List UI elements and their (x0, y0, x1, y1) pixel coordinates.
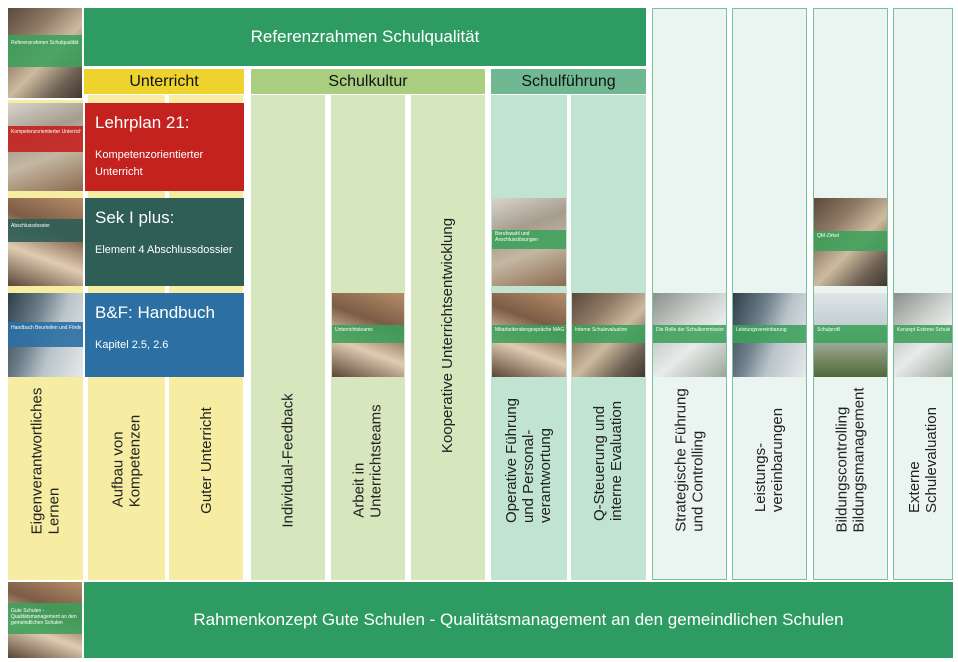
group-header-unterricht: Unterricht (84, 69, 244, 94)
thumbnail-text: Referenzrahmen Schulqualität (11, 40, 79, 47)
document-title: Lehrplan 21: (95, 113, 190, 132)
document-title: B&F: Handbuch (95, 303, 216, 322)
thumbnail-text: QM-Zirkel (817, 233, 839, 240)
column-label: Q-Steuerung und interne Evaluation (591, 400, 626, 521)
column-label: Arbeit in Unterrichtsteams (351, 403, 385, 518)
column-label: Leistungs- vereinbarungen (752, 407, 787, 512)
thumbnail-text: Unterrichtsteams (335, 326, 373, 333)
thumbnail-text: Abschlussdossier (11, 222, 50, 229)
thumbnail-bf-handbuch: Handbuch Beurteilen und Fördern B&F (8, 293, 83, 377)
column-label: Kooperative Unterrichtsentwicklung (439, 217, 457, 453)
thumbnail-interne-evaluation: Interne Schulevaluation (572, 293, 645, 377)
thumbnail-text: Interne Schulevaluation (575, 326, 628, 333)
column-label: Strategische Führung und Controlling (672, 387, 707, 532)
group-label: Schulführung (521, 72, 616, 90)
column-kooperative-unterrichtsentwicklung: Kooperative Unterrichtsentwicklung (411, 95, 485, 580)
column-label: Bildungscontrolling Bildungsmanagement (833, 386, 868, 533)
thumbnail-text: Berufswahl und Anschlusslösungen (495, 231, 539, 244)
column-label: Aufbau von Kompetenzen (109, 414, 144, 507)
document-subtitle: Element 4 Abschlussdossier (95, 244, 233, 256)
column-individual-feedback: Individual-Feedback (251, 95, 325, 580)
thumbnail-text: Handbuch Beurteilen und Fördern B&F (11, 324, 81, 331)
thumbnail-schulprofil: Schulprofil (814, 293, 887, 377)
document-bf-handbuch: B&F: Handbuch Kapitel 2.5, 2.6 (85, 293, 244, 377)
thumbnail-qm-zirkel: QM-Zirkel (814, 198, 887, 286)
document-subtitle: Kompetenzorientierter Unterricht (95, 149, 204, 178)
document-sek-i-plus: Sek I plus: Element 4 Abschlussdossier (85, 198, 244, 286)
thumbnail-mitarbeitende: Mitarbeitendengespräche MAG (492, 293, 566, 377)
thumbnail-leistungsvereinbarung: Leistungsvereinbarung (733, 293, 806, 377)
thumbnail-text: Kompetenzorientierter Unterricht (11, 129, 81, 136)
group-header-schulkultur: Schulkultur (251, 69, 485, 94)
column-label: Individual-Feedback (279, 393, 297, 528)
column-label: Eigenverantwortliches Lernen (28, 387, 63, 534)
top-banner-title: Referenzrahmen Schulqualität (250, 27, 480, 46)
bottom-banner-title: Rahmenkonzept Gute Schulen - Qualitätsma… (193, 610, 844, 629)
thumbnail-sek-i-plus: Abschlussdossier (8, 198, 83, 286)
thumbnail-unterrichtsteams: Unterrichtsteams (332, 293, 404, 377)
thumbnail-text: Leistungsvereinbarung (736, 326, 787, 333)
thumbnail-berufswahl: Berufswahl und Anschlusslösungen (492, 198, 566, 286)
column-label: Externe Schulevaluation (906, 406, 941, 513)
group-label: Schulkultur (328, 72, 408, 90)
thumbnail-text: Schulprofil (817, 326, 841, 333)
thumbnail-lehrplan21: Kompetenzorientierter Unterricht (8, 103, 83, 191)
document-title: Sek I plus: (95, 208, 175, 227)
bottom-banner: Rahmenkonzept Gute Schulen - Qualitätsma… (84, 582, 953, 658)
document-lehrplan21: Lehrplan 21: Kompetenzorientierter Unter… (85, 103, 244, 191)
group-header-schulfuehrung: Schulführung (491, 69, 646, 94)
thumbnail-text: Mitarbeitendengespräche MAG (495, 326, 564, 333)
thumbnail-gute-schulen: Gute Schulen - Qualitätsmanagement an de… (8, 582, 82, 658)
thumbnail-rolle-schulkommission: Die Rolle der Schulkommission (653, 293, 726, 377)
thumbnail-text: Die Rolle der Schulkommission (656, 326, 724, 333)
column-label: Operative Führung und Personal- verantwo… (503, 397, 555, 524)
thumbnail-text: Gute Schulen - Qualitätsmanagement an de… (11, 607, 77, 626)
document-subtitle: Kapitel 2.5, 2.6 (95, 339, 169, 351)
column-label: Guter Unterricht (197, 407, 215, 514)
thumbnail-text: Konzept Externe Schulevaluation (897, 326, 950, 333)
top-banner: Referenzrahmen Schulqualität (84, 8, 646, 66)
thumbnail-referenzrahmen: Referenzrahmen Schulqualität (8, 8, 82, 98)
group-label: Unterricht (129, 72, 199, 90)
thumbnail-externe-evaluation: Konzept Externe Schulevaluation (894, 293, 952, 377)
